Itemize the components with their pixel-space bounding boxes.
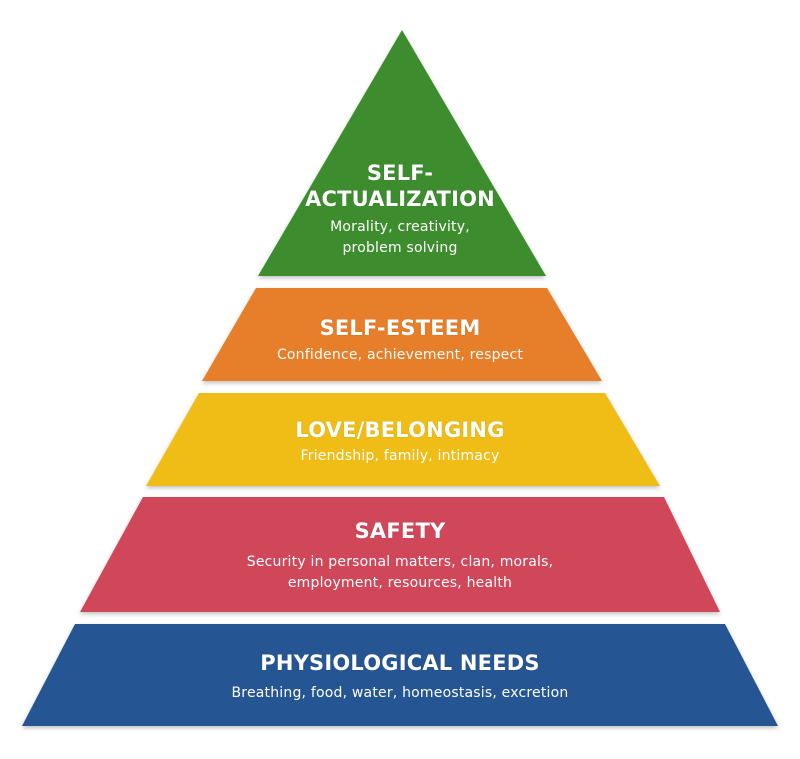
tier-self-actualization-title-line1: SELF-: [366, 161, 434, 185]
tier-physiological-description: Breathing, food, water, homeostasis, exc…: [231, 685, 569, 701]
tier-self-esteem-shape: [202, 288, 602, 381]
tier-self-esteem-description: Confidence, achievement, respect: [276, 347, 524, 363]
tier-love-belonging-description: Friendship, family, intimacy: [300, 448, 500, 464]
tier-safety-shape: [80, 497, 720, 612]
tier-self-actualization-shape: [258, 30, 546, 276]
tier-safety-desc-line2: employment, resources, health: [287, 575, 513, 591]
tier-safety-title: SAFETY: [354, 519, 446, 543]
tier-self-esteem-title: SELF-ESTEEM: [319, 316, 481, 340]
tier-self-actualization-title: SELF- ACTUALIZATION: [300, 160, 500, 212]
tier-self-actualization-title-line2: ACTUALIZATION: [305, 187, 495, 211]
tier-love-belonging-title: LOVE/BELONGING: [295, 418, 505, 442]
tier-self-actualization-description: Morality, creativity, problem solving: [300, 217, 500, 259]
tier-physiological-shape: [22, 624, 778, 726]
tier-physiological-title: PHYSIOLOGICAL NEEDS: [260, 651, 540, 675]
tier-self-actualization-desc-line2: problem solving: [342, 240, 458, 256]
tier-safety-desc-line1: Security in personal matters, clan, mora…: [246, 554, 554, 570]
tier-love-belonging-shape: [146, 393, 660, 486]
tier-safety-description: Security in personal matters, clan, mora…: [200, 552, 600, 594]
tier-self-actualization-desc-line1: Morality, creativity,: [330, 219, 470, 235]
